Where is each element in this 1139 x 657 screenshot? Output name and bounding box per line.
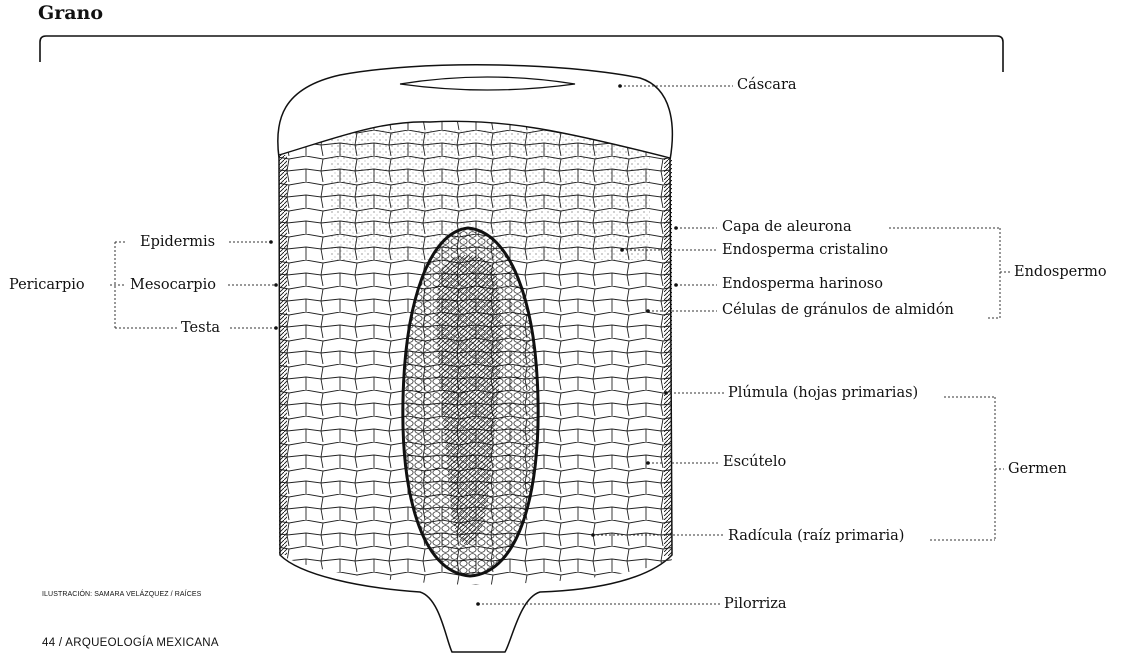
label-plumula: Plúmula (hojas primarias)	[728, 385, 918, 401]
label-pericarpio: Pericarpio	[9, 277, 85, 293]
diagram-title: Grano	[38, 2, 103, 24]
label-epidermis: Epidermis	[140, 234, 215, 250]
label-mesocarpio: Mesocarpio	[130, 277, 216, 293]
label-cascara: Cáscara	[737, 77, 797, 93]
pericarp-right	[664, 158, 672, 556]
label-germen: Germen	[1008, 461, 1067, 477]
label-capa-aleurona: Capa de aleurona	[722, 219, 852, 235]
label-endosperma-harinoso: Endosperma harinoso	[722, 276, 883, 292]
label-pilorriza: Pilorriza	[724, 596, 787, 612]
label-endosperma-cristalino: Endosperma cristalino	[722, 242, 888, 258]
label-radicula: Radícula (raíz primaria)	[728, 528, 904, 544]
label-escutelo: Escútelo	[723, 454, 786, 470]
label-endospermo: Endospermo	[1014, 264, 1107, 280]
pericarp-left	[279, 155, 287, 555]
page-footer: 44 / ARQUEOLOGÍA MEXICANA	[42, 637, 219, 649]
label-testa: Testa	[181, 320, 220, 336]
illustration-credit: ILUSTRACIÓN: SAMARA VELÁZQUEZ / RAÍCES	[42, 591, 201, 598]
label-celulas-almidon: Células de gránulos de almidón	[722, 302, 954, 318]
